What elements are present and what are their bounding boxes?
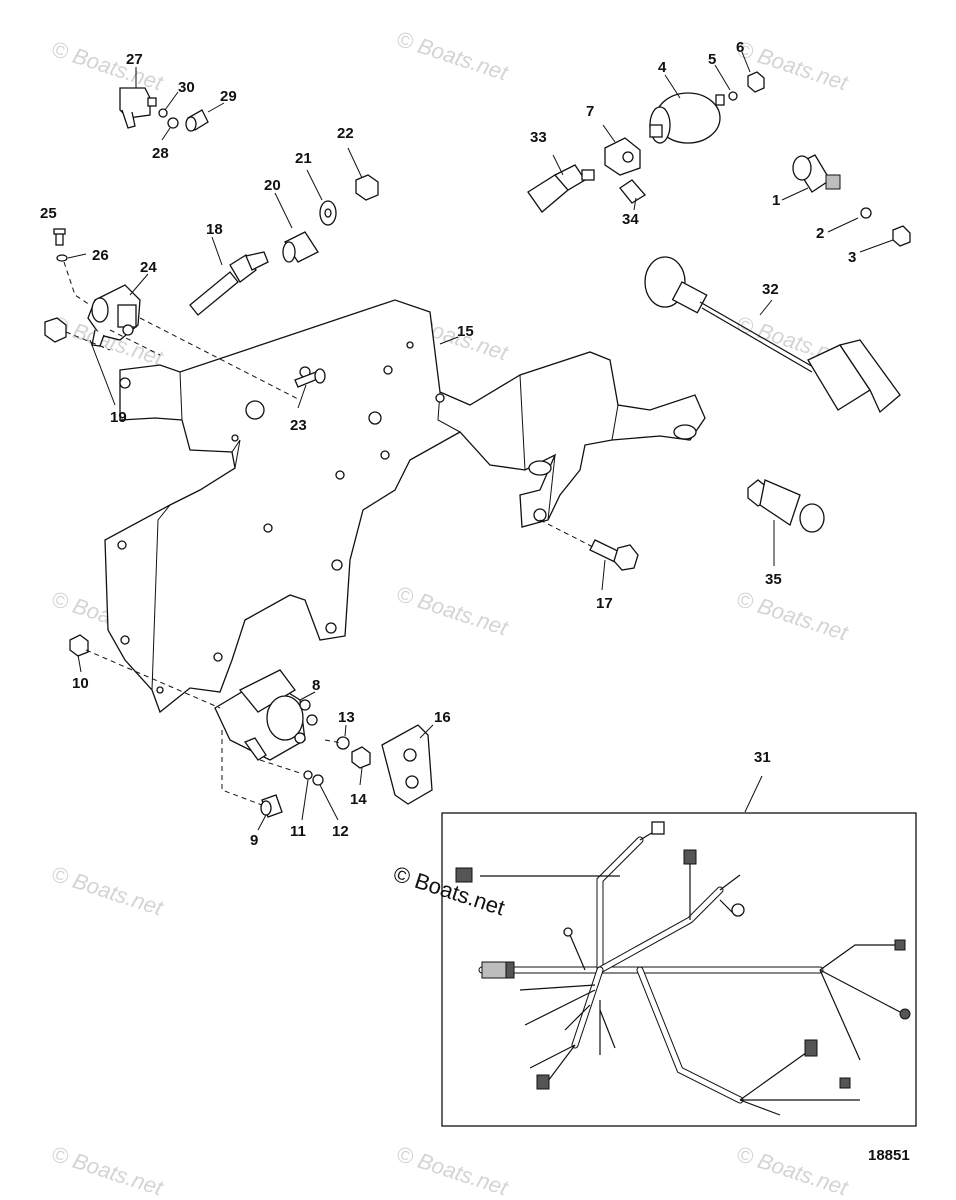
stud-18 (189, 251, 269, 316)
callout-30: 30 (178, 79, 195, 96)
washer-11 (303, 770, 313, 780)
sensor-27 (119, 87, 157, 129)
callout-14: 14 (350, 791, 367, 808)
watermark: © Boats.net (393, 1141, 511, 1200)
bolt-23 (294, 368, 326, 388)
solenoid-8 (214, 669, 318, 761)
nipple-34 (619, 179, 646, 204)
callout-7: 7 (586, 103, 594, 120)
nut-14 (351, 746, 371, 769)
callout-8: 8 (312, 677, 320, 694)
bolt-17 (589, 539, 639, 571)
callout-19: 19 (110, 409, 127, 426)
switch-35 (747, 479, 825, 533)
callout-25: 25 (40, 205, 57, 222)
callout-labels: 1 2 3 4 5 6 7 8 9 10 11 12 13 14 15 16 1… (40, 39, 856, 849)
callout-1: 1 (772, 192, 780, 209)
callout-35: 35 (765, 571, 782, 588)
wiring-harness-31 (441, 812, 917, 1127)
callout-3: 3 (848, 249, 856, 266)
callout-20: 20 (264, 177, 281, 194)
spacer-20 (282, 231, 319, 263)
sensor-33 (527, 164, 595, 213)
screw-25-head (53, 228, 66, 235)
callout-4: 4 (658, 59, 667, 76)
callout-13: 13 (338, 709, 355, 726)
callout-11: 11 (290, 823, 306, 840)
watermark: © Boats.net (48, 861, 166, 921)
washer-5 (728, 91, 738, 101)
callout-31: 31 (754, 749, 771, 766)
leader-lines (63, 51, 894, 831)
clip-16 (381, 724, 433, 805)
callout-29: 29 (220, 88, 237, 105)
switch-1 (792, 154, 841, 193)
callout-32: 32 (762, 281, 779, 298)
watermark: © Boats.net (393, 581, 511, 641)
washer-13 (336, 736, 350, 750)
switch-24 (87, 284, 141, 347)
watermark: © Boats.net (393, 26, 511, 86)
callout-2: 2 (816, 225, 824, 242)
watermark: © Boats.net (48, 36, 166, 96)
washer-30 (158, 108, 168, 118)
nut-28 (167, 117, 179, 129)
callout-21: 21 (295, 150, 312, 167)
nut-22 (355, 174, 379, 201)
callout-33: 33 (530, 129, 547, 146)
callout-5: 5 (708, 51, 716, 68)
nut-12 (312, 774, 324, 786)
callout-6: 6 (736, 39, 744, 56)
washer-26 (56, 254, 68, 262)
watermark: © Boats.net (733, 1141, 851, 1200)
screw-29 (185, 109, 209, 132)
callout-15: 15 (457, 323, 474, 340)
callout-24: 24 (140, 259, 157, 276)
fitting-7 (604, 137, 641, 176)
sensor-32 (644, 256, 901, 414)
sender-4 (649, 92, 725, 144)
nut-3 (892, 225, 911, 247)
washer-21 (319, 200, 337, 226)
watermark: © Boats.net (733, 586, 851, 646)
callout-10: 10 (72, 675, 89, 692)
callout-22: 22 (337, 125, 354, 142)
nut-6 (747, 71, 765, 93)
nut-10 (69, 634, 89, 657)
callout-34: 34 (622, 211, 639, 228)
washer-2 (860, 207, 872, 219)
mounting-bracket (104, 299, 706, 714)
watermark: © Boats.net (48, 1141, 166, 1200)
drawing-number: 18851 (868, 1147, 910, 1164)
callout-12: 12 (332, 823, 349, 840)
callout-17: 17 (596, 595, 613, 612)
callout-23: 23 (290, 417, 307, 434)
nut-19 (44, 317, 67, 343)
callout-27: 27 (126, 51, 143, 68)
callout-18: 18 (206, 221, 223, 238)
callout-9: 9 (250, 832, 258, 849)
callout-16: 16 (434, 709, 451, 726)
callout-26: 26 (92, 247, 109, 264)
screw-25 (55, 232, 64, 246)
bolt-9 (260, 794, 283, 818)
callout-28: 28 (152, 145, 169, 162)
